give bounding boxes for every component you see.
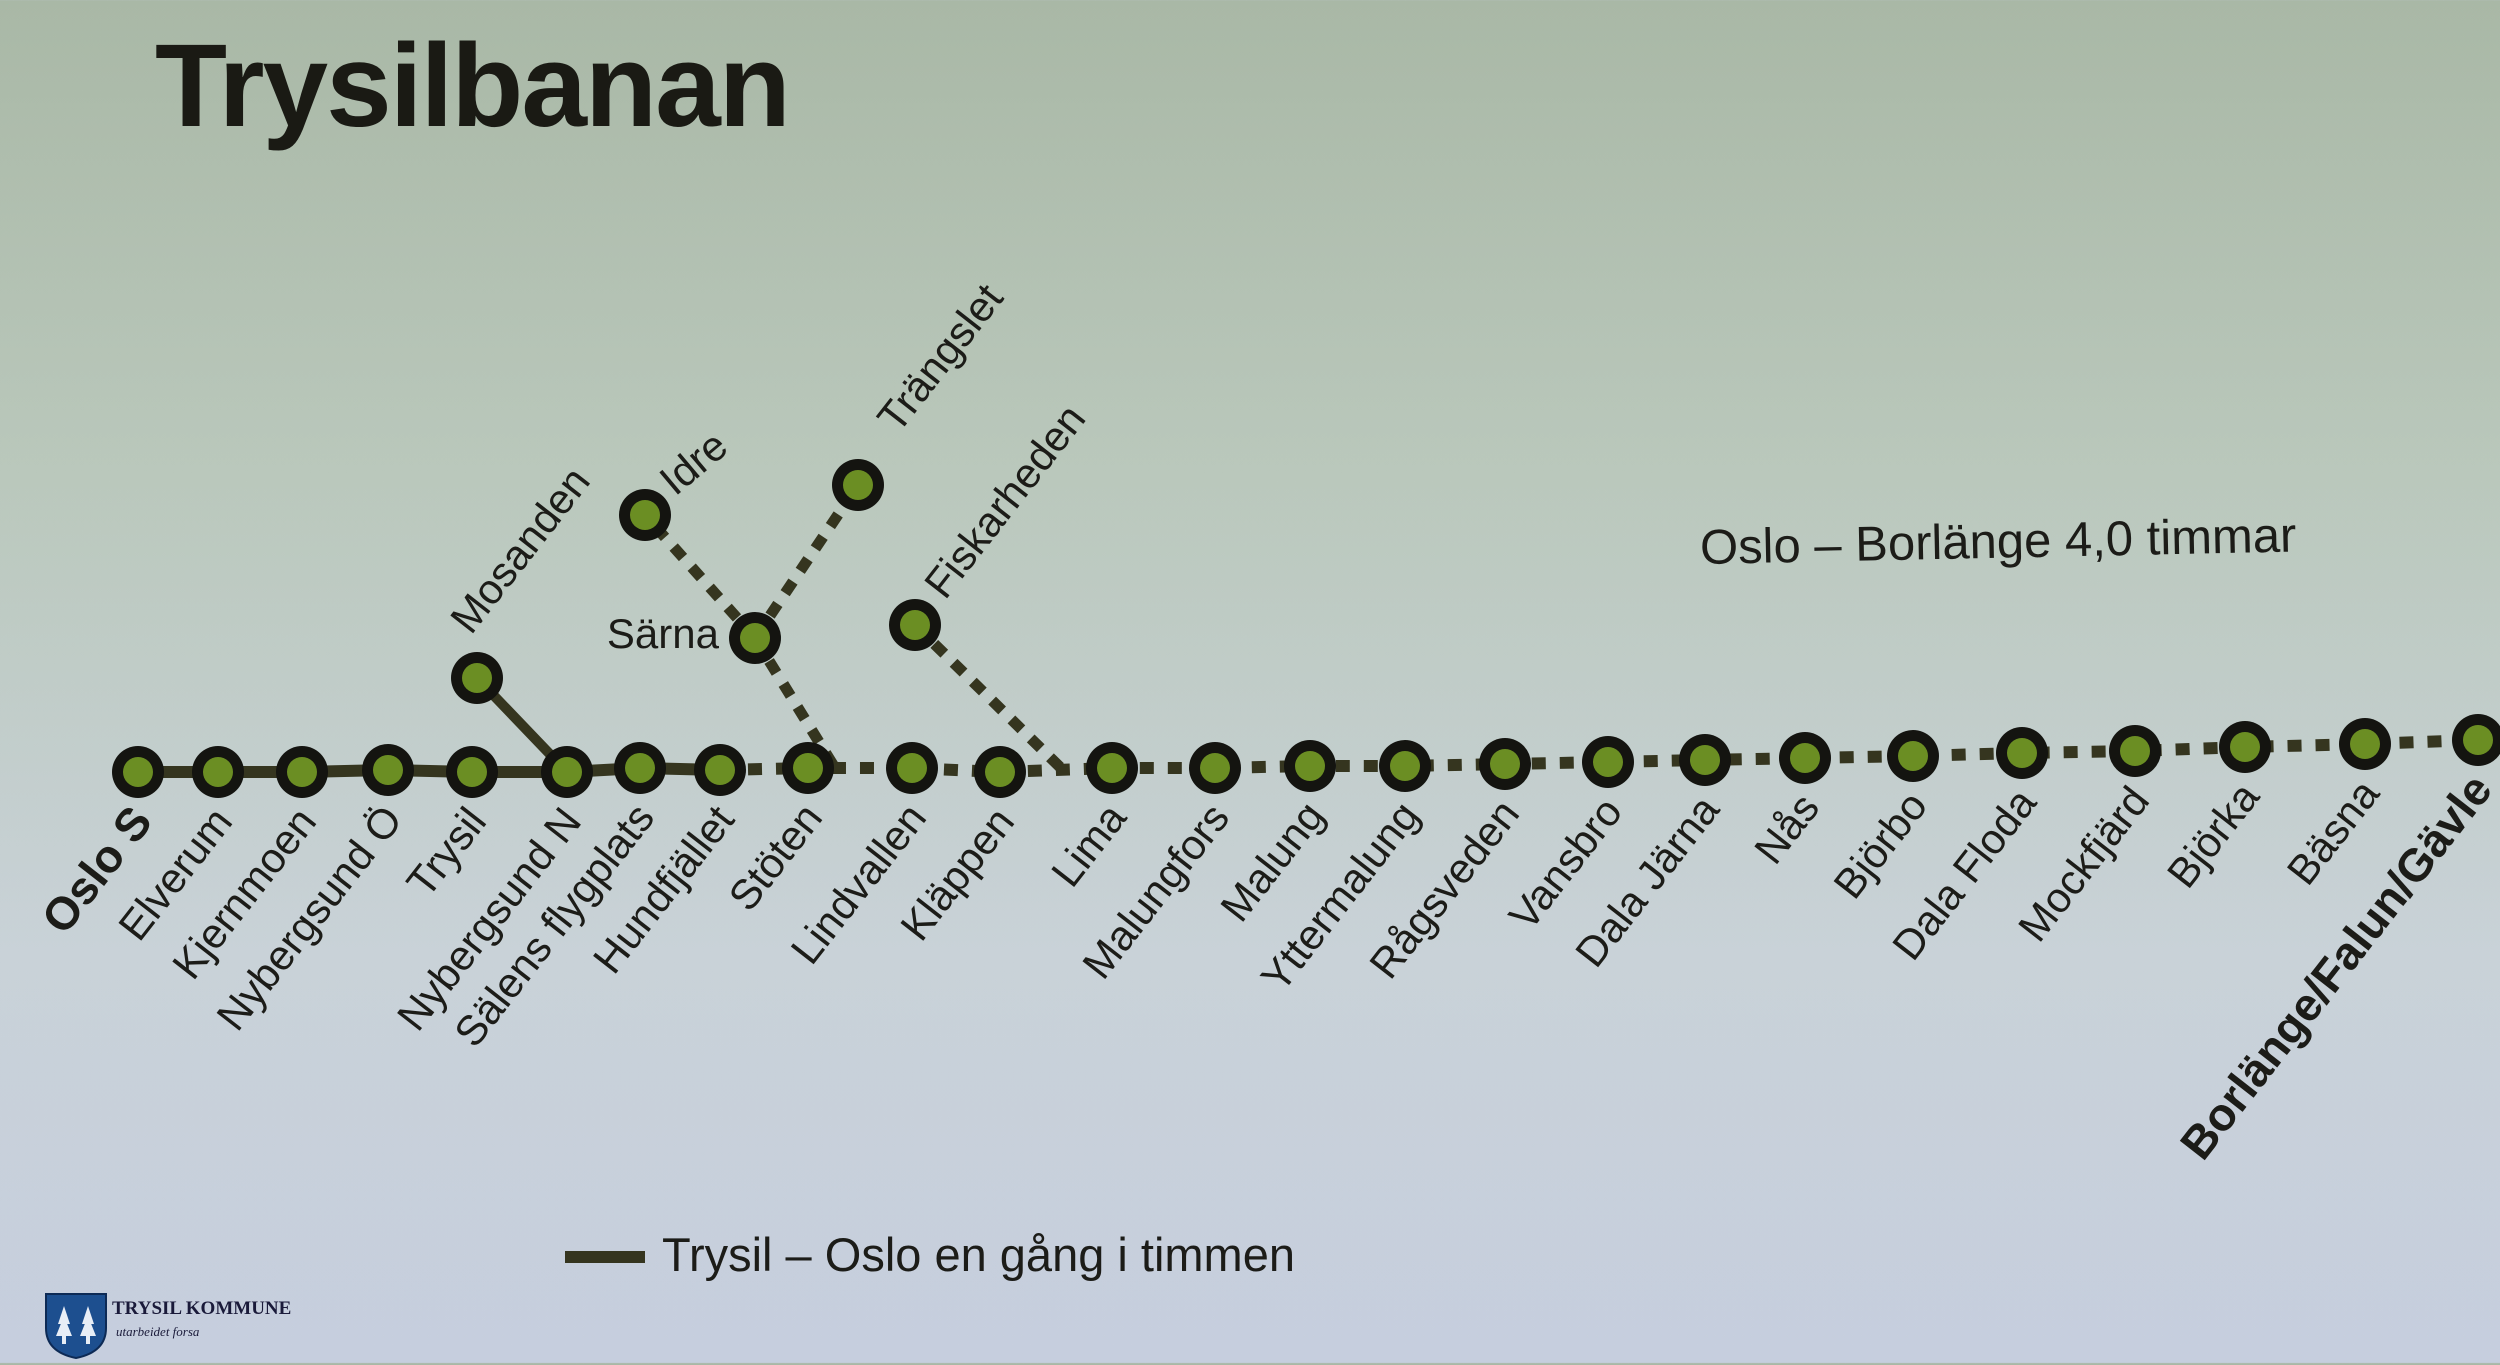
trysil-kommune-logo: TRYSIL KOMMUNE utarbeidet forsa [44,1290,344,1360]
station-label: Mosanden [441,458,599,641]
station-dot [1295,751,1325,781]
station-dot [1097,753,1127,783]
legend-solid-line-swatch [565,1251,645,1263]
station-label: Bäsna [2278,770,2389,893]
page-title: Trysilbanan [155,20,791,152]
station-dot [630,500,660,530]
station-dot [2007,738,2037,768]
station-dot [1790,743,1820,773]
station-dot [457,757,487,787]
station-branch-4: Fiskarheden [889,395,1094,651]
rail-line-fiskarheden [911,621,1069,776]
station-label: Trängslet [868,275,1012,441]
station-dot [625,753,655,783]
station-label: Björbo [1824,783,1936,908]
station-dot [552,757,582,787]
station-dot [462,663,492,693]
station-dot [1593,747,1623,777]
station-dot [843,470,873,500]
station-label: Nås [1745,785,1828,873]
station-dot [287,757,317,787]
station-label: Björka [2158,773,2269,896]
station-dot [373,755,403,785]
station-dot [985,757,1015,787]
station-dot [1200,753,1230,783]
logo-name: TRYSIL KOMMUNE [112,1298,292,1319]
station-dot [1390,751,1420,781]
station-dot [123,757,153,787]
rail-line-idre [640,511,760,642]
station-dot [2120,736,2150,766]
station-label: Särna [607,610,720,657]
station-main-24: Borlänge/Falun/Gävle [2170,714,2500,1169]
station-dot [1898,741,1928,771]
station-branch-3: Trängslet [832,275,1012,511]
station-branch-1: Särna [607,610,781,664]
station-label: Fiskarheden [915,395,1094,606]
station-dot [2350,729,2380,759]
station-dot [1490,749,1520,779]
legend-label: Trysil – Oslo en gång i timmen [662,1228,1295,1281]
station-dot [793,753,823,783]
logo-tagline: utarbeidet forsa [116,1324,200,1339]
station-dot [2230,732,2260,762]
rail-line-trangslet [750,481,863,642]
coat-of-arms-icon [45,1293,107,1360]
station-label: Trysil [397,799,495,906]
station-dot [1690,745,1720,775]
station-branch-2: Idre [619,421,736,541]
station-dot [2463,725,2493,755]
station-dot [740,623,770,653]
station-dot [203,757,233,787]
station-dot [900,610,930,640]
station-dot [705,755,735,785]
station-label: Lima [1042,794,1135,895]
station-dot [897,753,927,783]
station-branch-0: Mosanden [441,458,599,704]
station-label: Idre [651,421,737,504]
